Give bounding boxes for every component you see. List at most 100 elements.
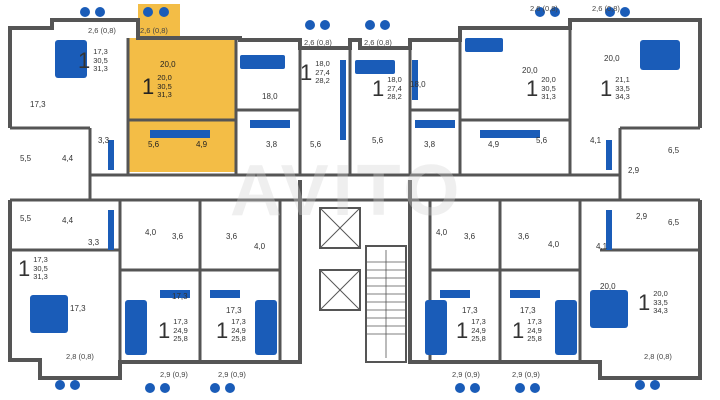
room-area: 17,3 [226, 306, 242, 315]
apartment-total-with-balcony: 25,8 [231, 334, 246, 343]
apartment-total-with-balcony: 34,3 [615, 92, 630, 101]
apartment-total-with-balcony: 31,3 [541, 92, 556, 101]
room-area: 3,6 [464, 232, 476, 241]
balcony-label: 2,6 (0,8) [364, 38, 392, 47]
apartment-total-area: 33,5 [653, 297, 668, 307]
apartment-total-area: 30,5 [157, 81, 172, 91]
balcony-chairs [55, 7, 660, 393]
apartment-rooms: 1 [600, 75, 613, 101]
apartment-total-area: 30,5 [541, 83, 556, 93]
room-area: 3,8 [424, 140, 436, 149]
interior-walls [10, 28, 700, 362]
room-area: 5,6 [536, 136, 548, 145]
apartment-living-area: 17,3 [471, 317, 486, 326]
room-area: 4,0 [254, 242, 266, 251]
room-area: 5,5 [20, 154, 32, 163]
apartment-rooms: 1 [512, 317, 525, 343]
apartment-rooms: 1 [638, 289, 651, 315]
room-area: 20,0 [160, 60, 176, 69]
room-area: 5,6 [372, 136, 384, 145]
apartment-living-area: 18,0 [315, 59, 330, 68]
apartment-rooms: 1 [216, 317, 229, 343]
room-area: 3,8 [266, 140, 278, 149]
room-area: 4,9 [488, 140, 500, 149]
room-area: 4,4 [62, 154, 74, 163]
balcony-label: 2,9 (0,9) [160, 370, 188, 379]
room-area: 4,9 [196, 140, 208, 149]
room-area: 4,0 [436, 228, 448, 237]
room-area: 5,6 [148, 140, 160, 149]
apartment-living-area: 20,0 [157, 73, 172, 82]
apartment-rooms: 1 [142, 73, 155, 99]
apartment-total-with-balcony: 31,3 [93, 64, 108, 73]
room-area: 2,9 [636, 212, 648, 221]
balcony-label: 2,9 (0,9) [512, 370, 540, 379]
apartment-living-area: 17,3 [527, 317, 542, 326]
balcony-label: 2,8 (0,8) [644, 352, 672, 361]
watermark: AVITO [230, 151, 464, 231]
room-area: 6,5 [668, 146, 680, 155]
room-area: 2,9 [628, 166, 640, 175]
apartment-total-area: 24,9 [231, 325, 246, 335]
apartment-rooms: 1 [456, 317, 469, 343]
room-area: 17,3 [30, 100, 46, 109]
room-area: 3,6 [518, 232, 530, 241]
apartment-total-area: 24,9 [471, 325, 486, 335]
room-area: 18,0 [410, 80, 426, 89]
room-area: 20,0 [600, 282, 616, 291]
apartment-rooms: 1 [526, 75, 539, 101]
room-area: 17,3 [462, 306, 478, 315]
room-area: 18,0 [262, 92, 278, 101]
apartment-living-area: 21,1 [615, 75, 630, 84]
apartment-total-with-balcony: 25,8 [173, 334, 188, 343]
apartment-total-area: 33,5 [615, 83, 630, 93]
apartment-rooms: 1 [158, 317, 171, 343]
furniture [30, 38, 680, 355]
room-area: 4,0 [548, 240, 560, 249]
apartment-living-area: 20,0 [653, 289, 668, 298]
apartment-total-with-balcony: 34,3 [653, 306, 668, 315]
apartment-living-area: 17,3 [33, 255, 48, 264]
room-area: 3,6 [226, 232, 238, 241]
room-area: 4,4 [62, 216, 74, 225]
apartment-living-area: 18,0 [387, 75, 402, 84]
apartment-rooms: 1 [18, 255, 31, 281]
apartment-total-with-balcony: 31,3 [33, 272, 48, 281]
apartment-living-area: 17,3 [93, 47, 108, 56]
room-area: 3,3 [88, 238, 100, 247]
selected-apartment-highlight[interactable] [128, 38, 236, 172]
balcony-label: 2,6 (0,8) [88, 26, 116, 35]
outer-walls [8, 18, 702, 380]
apartment-total-area: 24,9 [527, 325, 542, 335]
apartment-total-area: 27,4 [315, 67, 330, 77]
apartment-living-area: 17,3 [173, 317, 188, 326]
apartment-rooms: 1 [300, 59, 313, 85]
apartment-total-with-balcony: 25,8 [471, 334, 486, 343]
room-area: 3,3 [98, 136, 110, 145]
room-area: 20,0 [604, 54, 620, 63]
apartment-total-area: 27,4 [387, 83, 402, 93]
room-area: 4,1 [596, 242, 608, 251]
room-area: 6,5 [668, 218, 680, 227]
stair-core [319, 207, 407, 363]
apartment-rooms: 1 [372, 75, 385, 101]
balcony-label: 2,6 (0,8) [592, 4, 620, 13]
apartment-total-with-balcony: 28,2 [387, 92, 402, 101]
room-area: 4,0 [145, 228, 157, 237]
room-area: 5,5 [20, 214, 32, 223]
apartment-total-area: 30,5 [93, 55, 108, 65]
balcony-label: 2,6 (0,8) [304, 38, 332, 47]
